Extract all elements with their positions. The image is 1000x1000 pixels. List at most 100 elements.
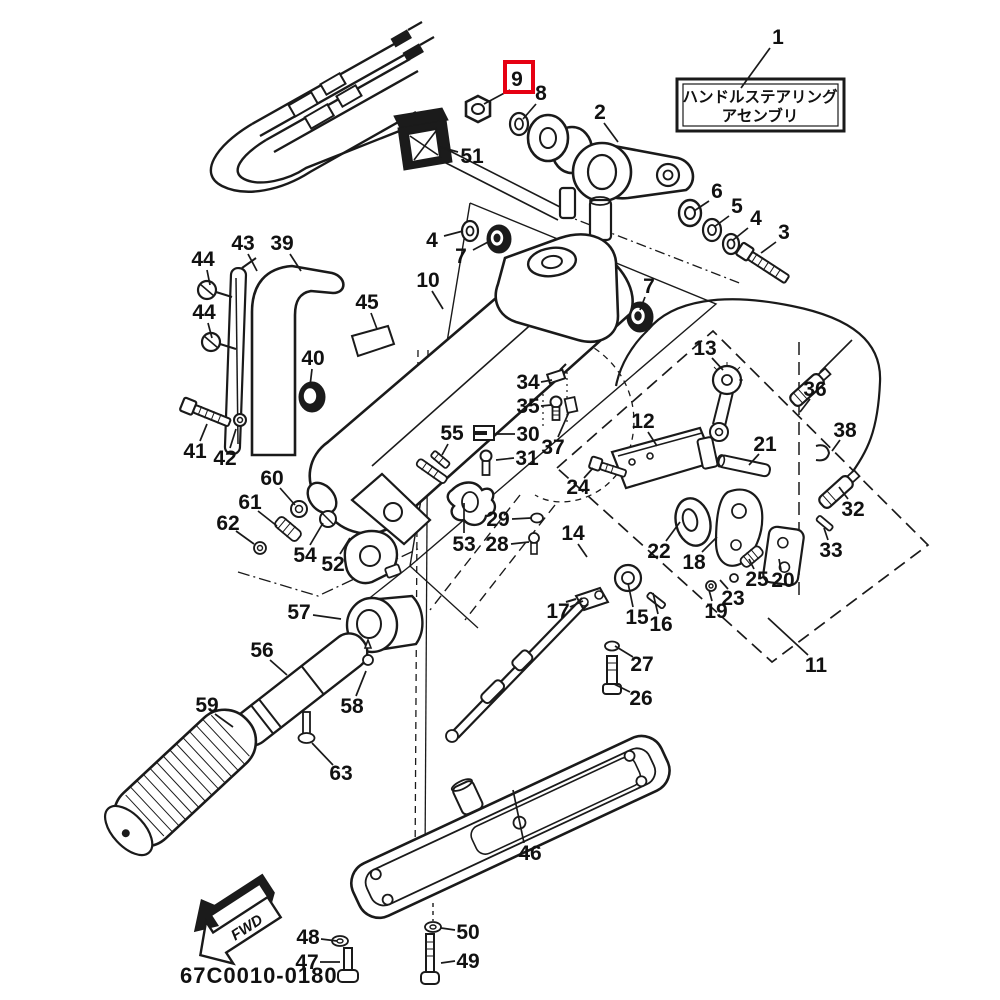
part-label-5: 5 bbox=[731, 195, 743, 218]
part-label-7: 7 bbox=[643, 275, 655, 298]
part-label-17: 17 bbox=[546, 600, 569, 623]
part-label-12: 12 bbox=[631, 410, 654, 433]
spring-25 bbox=[739, 545, 764, 568]
washer-bolt-row bbox=[677, 198, 790, 284]
leader-line-4 bbox=[443, 230, 464, 237]
leader-line-27 bbox=[614, 645, 634, 658]
leader-line-5 bbox=[713, 215, 730, 228]
part-label-42: 42 bbox=[213, 447, 236, 470]
leader-line-29 bbox=[511, 517, 532, 520]
steering-mount-stack bbox=[464, 94, 695, 242]
leader-line-4 bbox=[732, 227, 749, 241]
part-label-39: 39 bbox=[270, 232, 293, 255]
leader-line-7 bbox=[472, 240, 491, 251]
clamp-52 bbox=[343, 529, 402, 585]
leader-line-61 bbox=[257, 510, 278, 527]
bottom-cover-group bbox=[331, 734, 671, 985]
part-label-34: 34 bbox=[516, 371, 540, 394]
leader-line-3 bbox=[760, 241, 777, 254]
leader-line-25 bbox=[748, 558, 755, 570]
highlight-box bbox=[503, 60, 535, 94]
part-label-57: 57 bbox=[287, 601, 310, 624]
leader-line-21 bbox=[748, 453, 760, 466]
part-label-4: 4 bbox=[750, 207, 762, 230]
part-label-46: 46 bbox=[518, 842, 541, 865]
leader-line-36 bbox=[799, 398, 811, 413]
part-label-19: 19 bbox=[704, 600, 727, 623]
leader-line-44 bbox=[207, 322, 213, 339]
leader-line-17 bbox=[569, 600, 584, 608]
part-label-36: 36 bbox=[803, 378, 826, 401]
part-label-55: 55 bbox=[440, 422, 464, 445]
part-label-61: 61 bbox=[238, 491, 262, 514]
part-label-44: 44 bbox=[192, 301, 216, 324]
leader-line-1 bbox=[740, 47, 771, 89]
leader-line-22 bbox=[665, 521, 681, 542]
leader-line-20 bbox=[778, 558, 782, 571]
leader-line-40 bbox=[309, 368, 313, 387]
part-label-48: 48 bbox=[296, 926, 320, 949]
grip-59 bbox=[104, 708, 258, 857]
bushings bbox=[460, 219, 654, 333]
leader-line-15 bbox=[627, 582, 634, 608]
leader-line-60 bbox=[279, 487, 296, 506]
bolt-47 bbox=[337, 947, 359, 983]
part-label-54: 54 bbox=[293, 544, 317, 567]
part-label-22: 22 bbox=[647, 540, 670, 563]
leader-lines bbox=[199, 47, 849, 964]
friction-knob-53 bbox=[415, 458, 497, 527]
handle-group bbox=[104, 594, 424, 857]
part-label-6: 6 bbox=[711, 180, 723, 203]
cable-end-32 bbox=[818, 469, 861, 509]
part-label-50: 50 bbox=[456, 921, 479, 944]
part-label-4: 4 bbox=[426, 229, 438, 252]
part-label-62: 62 bbox=[216, 512, 239, 535]
leader-line-19 bbox=[708, 589, 713, 602]
leader-line-7 bbox=[639, 296, 646, 311]
part-label-44: 44 bbox=[191, 248, 215, 271]
part-label-45: 45 bbox=[355, 291, 379, 314]
part-label-59: 59 bbox=[195, 694, 218, 717]
leader-line-54 bbox=[309, 522, 324, 546]
part-label-49: 49 bbox=[456, 950, 479, 973]
cam-18 bbox=[714, 488, 764, 567]
part-label-53: 53 bbox=[452, 533, 475, 556]
leader-line-18 bbox=[701, 536, 718, 553]
part-label-52: 52 bbox=[321, 553, 344, 576]
fwd-arrow: FWD bbox=[193, 873, 283, 966]
leader-line-55 bbox=[441, 443, 449, 456]
part-label-28: 28 bbox=[485, 533, 509, 556]
cable-junction-box bbox=[393, 107, 743, 285]
part-label-29: 29 bbox=[486, 508, 509, 531]
part-label-10: 10 bbox=[416, 269, 439, 292]
leader-line-24 bbox=[583, 467, 594, 479]
leader-line-14 bbox=[577, 543, 588, 558]
bolt-49 bbox=[420, 933, 440, 985]
screw-58 bbox=[362, 637, 374, 666]
leader-line-35 bbox=[540, 404, 552, 407]
part-label-30: 30 bbox=[516, 423, 539, 446]
part-label-13: 13 bbox=[693, 337, 716, 360]
link-13 bbox=[709, 362, 743, 442]
highlight-layer bbox=[503, 60, 535, 94]
leader-line-28 bbox=[510, 541, 530, 545]
part-label-15: 15 bbox=[625, 606, 649, 629]
part-label-38: 38 bbox=[833, 419, 857, 442]
leader-line-26 bbox=[613, 683, 631, 693]
leader-line-51 bbox=[439, 146, 459, 153]
leader-line-44 bbox=[206, 269, 211, 286]
right-assembly bbox=[528, 298, 882, 612]
part-label-40: 40 bbox=[301, 347, 324, 370]
part-label-23: 23 bbox=[721, 587, 744, 610]
plate-20 bbox=[762, 525, 805, 587]
assembly-title-line2: アセンブリ bbox=[722, 106, 799, 125]
leader-line-62 bbox=[235, 530, 255, 545]
leader-line-39 bbox=[289, 253, 302, 272]
part-label-56: 56 bbox=[250, 639, 273, 662]
assembly-title-box: ハンドルステアリング アセンブリ bbox=[675, 77, 846, 133]
screw-63 bbox=[297, 711, 316, 744]
leader-line-12 bbox=[647, 431, 658, 447]
